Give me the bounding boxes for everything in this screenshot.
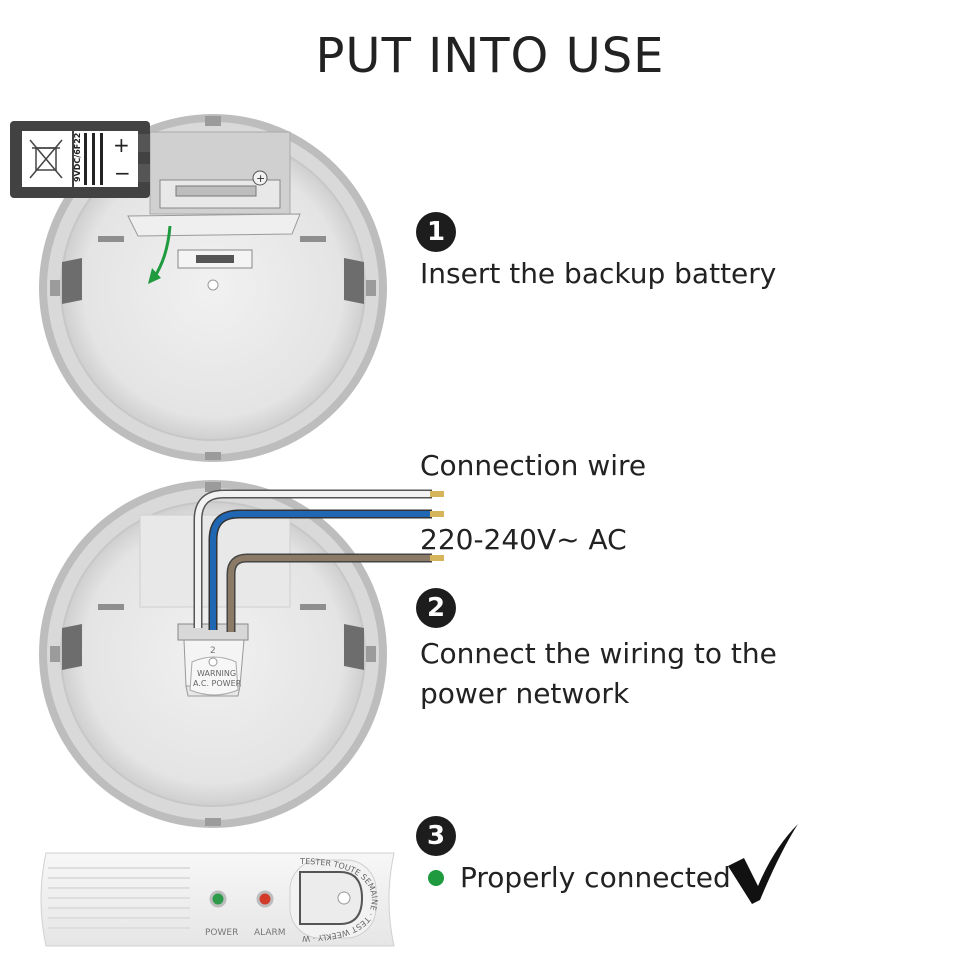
page-title: PUT INTO USE	[315, 28, 665, 84]
battery-pack: 9VDC/6F22 + −	[10, 121, 150, 198]
recycle-bin-crossed-icon	[29, 139, 63, 179]
terminal-number: 2	[210, 646, 216, 656]
detector-battery-view: +	[39, 114, 387, 462]
step-2-text-line2: power network	[420, 677, 630, 710]
svg-text:+: +	[256, 172, 265, 185]
step-2-text-line1: Connect the wiring to the	[420, 637, 777, 670]
terminal-warning-line2: A.C. POWER	[193, 679, 242, 688]
battery-plus-sign: +	[113, 133, 130, 157]
terminal-warning-line1: WARNING	[197, 669, 236, 678]
detector-wiring-view: 2 WARNING A.C. POWER	[39, 480, 444, 828]
step-1-text: Insert the backup battery	[420, 257, 777, 290]
connection-wire-label: Connection wire	[420, 449, 647, 482]
alarm-label: ALARM	[254, 928, 286, 938]
step-2-badge: 2	[416, 588, 456, 628]
step-3-text: Properly connected	[460, 861, 731, 894]
battery-minus-sign: −	[114, 161, 131, 185]
power-led	[209, 890, 227, 908]
voltage-label: 220-240V~ AC	[420, 523, 627, 556]
battery-side-label: 9VDC/6F22	[73, 133, 82, 182]
step-3-badge: 3	[416, 816, 456, 856]
step-1-badge: 1	[416, 212, 456, 252]
power-label: POWER	[205, 928, 238, 938]
status-green-dot	[428, 870, 444, 886]
alarm-led	[256, 890, 274, 908]
